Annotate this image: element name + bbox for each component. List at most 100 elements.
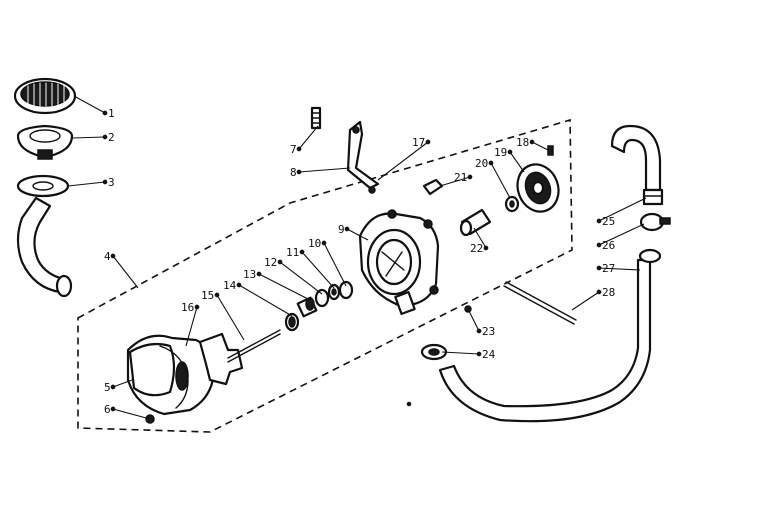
callout-19: 19 [494, 146, 525, 173]
callout-12: 12 [264, 256, 323, 295]
leader-dot [596, 289, 602, 295]
part-15-impeller [198, 329, 281, 386]
part-20-washer [504, 195, 520, 213]
callout-number: 12 [264, 256, 277, 269]
part-28-shaft [503, 281, 577, 325]
leader-dot [236, 282, 242, 288]
callout-17: 17 [377, 136, 431, 181]
leader-dot [483, 245, 489, 251]
part-24-clamp [420, 343, 448, 361]
callout-number: 5 [104, 381, 111, 394]
callout-7: 7 [290, 125, 319, 156]
leader-line [185, 306, 198, 347]
callout-11: 11 [286, 246, 335, 289]
callout-22: 22 [470, 227, 489, 255]
callout-number: 4 [104, 250, 111, 263]
leader-dot [110, 406, 116, 412]
callout-2: 2 [71, 131, 115, 144]
callout-number: 10 [308, 237, 321, 250]
part-17-pin [368, 186, 376, 194]
leader-line [112, 255, 139, 289]
leader-dot [110, 253, 116, 259]
part-9-pump-body [358, 209, 440, 315]
callout-5: 5 [104, 379, 133, 394]
callout-number: 17 [412, 136, 425, 149]
part-19-pulley [516, 163, 560, 213]
leader-dot [102, 110, 108, 116]
leader-line [238, 284, 293, 317]
part-14-seal [284, 312, 300, 332]
callout-24: 24 [441, 348, 496, 361]
leader-dot [596, 218, 602, 224]
leader-line [323, 242, 347, 287]
part-2-cap [16, 124, 74, 160]
part-10-seal [338, 280, 354, 300]
part-1-strainer [13, 77, 77, 115]
leader-line [598, 267, 641, 271]
part-13-spring [296, 296, 318, 318]
leader-dot [110, 384, 116, 390]
callout-number: 14 [223, 279, 237, 292]
leader-line [112, 408, 151, 420]
callout-10: 10 [308, 237, 347, 287]
leader-dot [476, 328, 482, 334]
part-22-sleeve [459, 208, 492, 237]
leader-dot [214, 292, 220, 298]
callout-21: 21 [439, 171, 473, 187]
callout-number: 27 [602, 262, 615, 275]
callout-number: 11 [286, 246, 299, 259]
part-12-washer [314, 288, 330, 308]
leader-line [112, 379, 133, 388]
part-3-washer [16, 174, 70, 198]
callout-number: 8 [290, 166, 297, 179]
callout-number: 6 [104, 403, 111, 416]
callout-14: 14 [223, 279, 293, 317]
leader-dot [529, 139, 535, 145]
part-5-pump-housing [126, 334, 216, 416]
leader-line [301, 251, 335, 289]
callout-8: 8 [290, 166, 351, 179]
callout-number: 26 [602, 239, 615, 252]
part-27-hose-upper [610, 124, 662, 192]
callout-1: 1 [73, 95, 115, 120]
callout-number: 19 [494, 146, 507, 159]
part-21-clip [422, 178, 444, 196]
leader-line [531, 141, 549, 151]
callout-13: 13 [243, 268, 311, 301]
callout-20: 20 [475, 157, 511, 199]
callout-number: 15 [201, 289, 214, 302]
leader-line [216, 294, 245, 341]
part-7-pin [310, 106, 322, 130]
loose-fastener [406, 401, 412, 407]
callout-number: 21 [454, 171, 467, 184]
leader-dot [296, 146, 302, 152]
callout-27: 27 [596, 262, 641, 275]
leader-dot [194, 304, 200, 310]
leader-dot [321, 240, 327, 246]
callout-18: 18 [516, 136, 549, 151]
callout-number: 22 [470, 242, 483, 255]
leader-dot [488, 160, 494, 166]
leader-line [509, 151, 525, 173]
leader-line [467, 308, 480, 332]
outlet-hose [438, 258, 652, 423]
leader-line [346, 228, 369, 241]
leader-dot [296, 169, 302, 175]
leader-dot [507, 149, 513, 155]
callout-number: 16 [181, 301, 194, 314]
callout-number: 1 [108, 107, 115, 120]
leader-line [258, 273, 311, 301]
leader-dot [344, 226, 350, 232]
callout-6: 6 [104, 403, 151, 420]
leader-dot [102, 134, 108, 140]
callout-number: 24 [482, 348, 496, 361]
callout-28: 28 [571, 286, 615, 311]
leader-dot [596, 242, 602, 248]
leader-line [598, 223, 645, 246]
callout-26: 26 [596, 223, 645, 252]
leader-dot [299, 249, 305, 255]
callout-15: 15 [201, 289, 245, 341]
part-11-ring [327, 283, 341, 301]
